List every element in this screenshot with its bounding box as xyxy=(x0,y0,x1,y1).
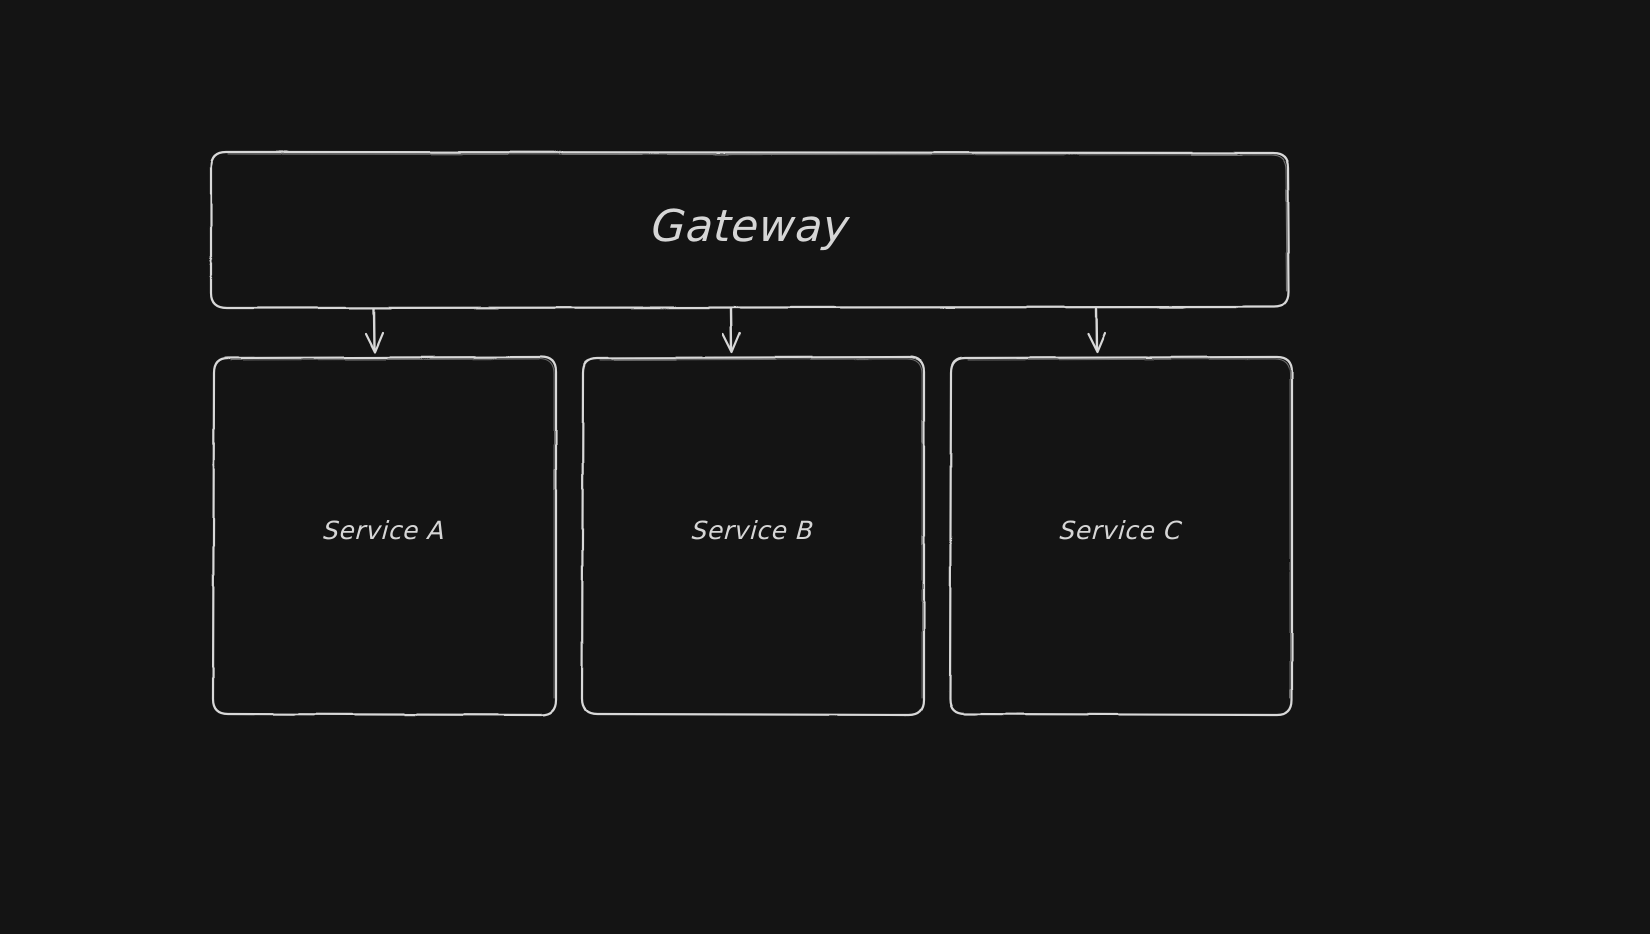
node-service-a-shape[interactable] xyxy=(211,355,558,717)
node-gateway-shape[interactable] xyxy=(209,150,1291,310)
edge-gateway-service-a[interactable] xyxy=(364,307,385,354)
node-service-b-shape[interactable] xyxy=(580,355,926,717)
edge-gateway-service-b[interactable] xyxy=(721,307,742,354)
node-service-c[interactable] xyxy=(950,357,1292,715)
node-service-a[interactable] xyxy=(213,357,556,715)
node-gateway[interactable] xyxy=(211,151,1290,309)
edge-gateway-service-c[interactable] xyxy=(1086,307,1107,354)
node-service-b[interactable] xyxy=(582,357,924,715)
node-service-c-shape[interactable] xyxy=(948,355,1294,717)
